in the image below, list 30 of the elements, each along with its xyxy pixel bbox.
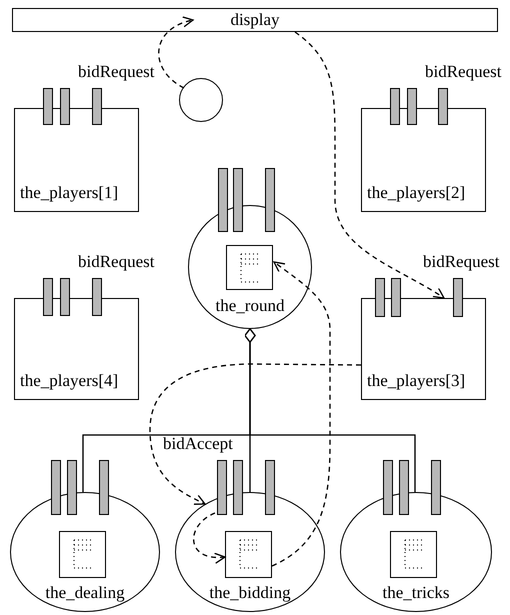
dashed-arrow: [193, 512, 226, 564]
aggregation-line: [244, 328, 416, 492]
node-label: the_players[4]: [20, 371, 118, 391]
component-box: [361, 108, 486, 212]
dashed-arrow: [294, 31, 445, 299]
port-label: bidRequest: [78, 62, 154, 82]
component-box: [14, 108, 139, 212]
dashed-arrow: [149, 363, 361, 505]
component-box: [361, 298, 486, 400]
port-label: bidRequest: [78, 252, 154, 272]
dashed-arrow: [272, 261, 331, 567]
state-box: [58, 530, 106, 578]
node-label: display: [229, 10, 281, 30]
state-box: [224, 530, 272, 578]
port-label: bidRequest: [425, 62, 502, 82]
port-label: bidAccept: [163, 434, 233, 454]
display-bar: [12, 8, 498, 32]
node-label: the_dealing: [44, 583, 126, 603]
node-label: the_bidding: [208, 583, 292, 603]
node-label: the_round: [214, 296, 286, 316]
node-label: the_tricks: [381, 583, 451, 603]
port-label: bidRequest: [423, 252, 500, 272]
component-box: [14, 298, 139, 400]
circle-node: [179, 78, 223, 122]
node-label: the_players[2]: [367, 183, 466, 203]
node-label: the_players[3]: [367, 371, 466, 391]
node-label: the_players[1]: [20, 183, 118, 203]
state-box: [390, 530, 436, 578]
dashed-arrow: [158, 17, 194, 89]
state-box: [226, 244, 272, 290]
